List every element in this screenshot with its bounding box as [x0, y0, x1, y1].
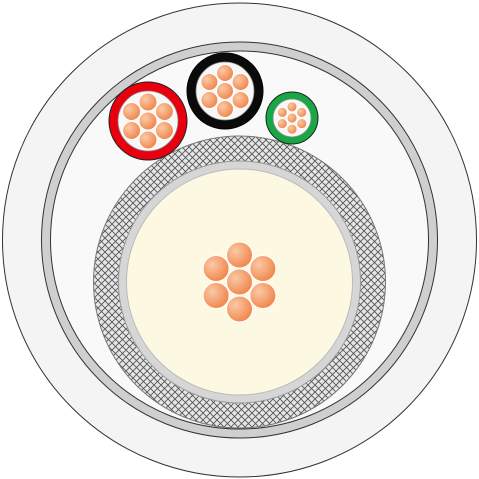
red-conductor [108, 81, 188, 161]
black-conductor-strand [216, 100, 234, 118]
black-conductor-strand [200, 73, 219, 91]
black-conductor-strand [231, 91, 250, 109]
center-conductor-strand [226, 295, 253, 323]
center-conductor [202, 241, 277, 323]
green-conductor-strands [276, 101, 308, 135]
green-conductor-strand [296, 118, 308, 130]
green-conductor-strand [276, 106, 288, 119]
center-conductor-strand [249, 255, 277, 282]
center-conductor-strand [226, 241, 253, 269]
black-conductor-strand [216, 64, 234, 82]
black-conductor-strands [200, 64, 250, 118]
center-conductor-strand [249, 282, 277, 309]
red-conductor-strand [154, 121, 174, 140]
red-conductor-strand [122, 121, 142, 140]
center-conductor-strand [202, 255, 230, 282]
green-conductor-strand [286, 112, 298, 124]
red-conductor-strand [122, 102, 142, 121]
black-conductor [186, 52, 264, 130]
red-conductor-strand [138, 111, 158, 131]
center-conductor-strand [226, 268, 253, 296]
red-conductor-strands [122, 92, 174, 150]
green-conductor-strand [296, 106, 308, 119]
green-conductor-strand [286, 101, 298, 113]
red-conductor-strand [154, 102, 174, 121]
black-conductor-strand [216, 82, 234, 100]
red-conductor-strand [138, 130, 158, 150]
red-conductor-strand [138, 92, 158, 112]
green-conductor [265, 91, 319, 145]
black-conductor-strand [231, 73, 250, 91]
center-conductor-strand [202, 282, 230, 309]
green-conductor-strand [286, 123, 298, 135]
green-conductor-strand [276, 118, 288, 130]
black-conductor-strand [200, 91, 219, 109]
